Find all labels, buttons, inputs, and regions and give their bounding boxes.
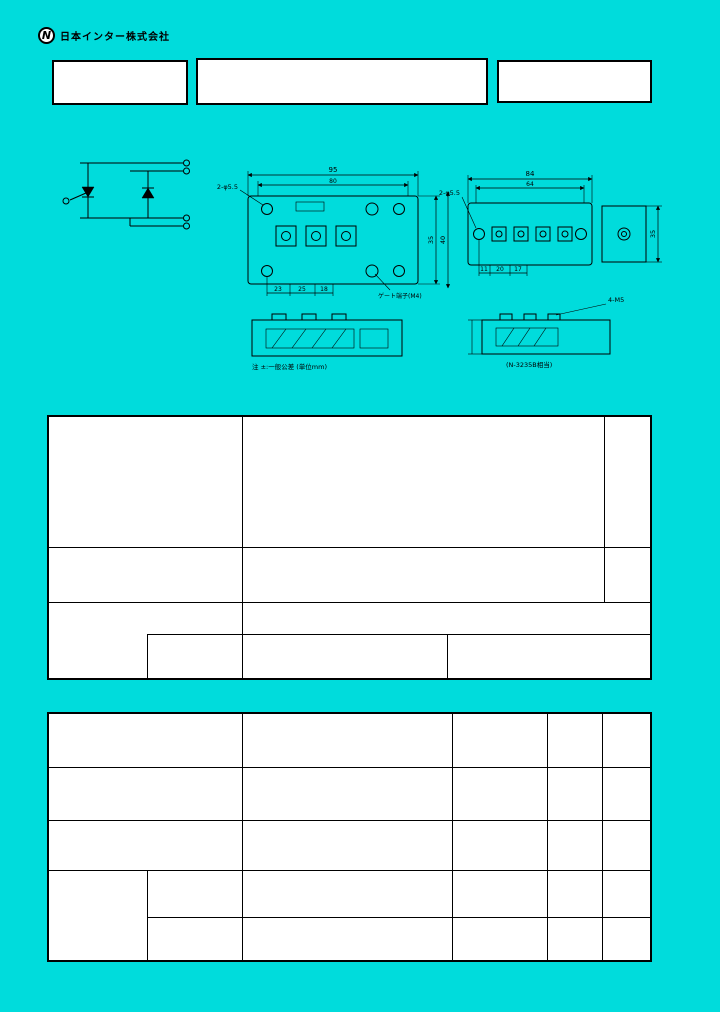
outline-drawing: 95 80 2-φ5.5 35 40 23 (62, 159, 662, 371)
title-box-left (52, 60, 188, 105)
table-divider (147, 870, 148, 960)
table-divider (49, 602, 650, 603)
dimension-label: 20 (496, 266, 504, 273)
spec-table-lower (47, 712, 652, 962)
side-elevation-right: 4-M5 (N-3235B相当) (468, 296, 624, 369)
table-divider (49, 547, 650, 548)
table-divider (447, 634, 448, 678)
table-divider (547, 714, 548, 960)
module-front-view: 95 80 2-φ5.5 35 40 23 (217, 166, 451, 300)
company-logo: N 日本インター株式会社 (38, 27, 170, 44)
table-divider (452, 714, 453, 960)
table-divider (49, 820, 650, 821)
dimension-label: 35 (427, 236, 435, 244)
dimension-label: 84 (526, 170, 535, 178)
table-divider (49, 870, 650, 871)
dimension-label: 23 (274, 286, 282, 293)
company-name: 日本インター株式会社 (60, 32, 170, 43)
general-tolerance-note: 注 ±:一般公差 (単位mm) (252, 362, 327, 371)
dimension-label: 25 (298, 286, 306, 293)
dimension-label: 18 (320, 286, 328, 293)
dimension-label: 64 (526, 181, 534, 188)
hole-callout-label: 2-φ5.5 (217, 183, 238, 191)
dimension-label: 80 (329, 178, 337, 185)
table-divider (604, 417, 605, 602)
side-elevation-left: 注 ±:一般公差 (単位mm) (251, 313, 403, 371)
table-divider (602, 714, 603, 960)
module-top-view: 84 64 2-φ5.5 11 20 17 (439, 170, 593, 276)
logo-n-icon: N (38, 27, 55, 44)
dimension-label: 17 (514, 266, 522, 273)
dimension-label: 95 (329, 166, 338, 174)
table-divider (147, 634, 650, 635)
circuit-diagram (62, 159, 190, 230)
title-box-center (196, 58, 488, 105)
table-divider (242, 714, 243, 960)
table-divider (49, 767, 650, 768)
baseplate-model-note: (N-3235B相当) (506, 360, 552, 369)
title-box-right (497, 60, 652, 103)
hole-callout-label: 2-φ5.5 (439, 189, 460, 197)
dimension-label: 35 (649, 230, 657, 238)
table-divider (147, 917, 650, 918)
dimension-label: 11 (480, 266, 488, 273)
gate-terminal-note: ゲート端子(M4) (378, 292, 422, 300)
module-end-view: 35 (601, 205, 662, 263)
screw-callout-label: 4-M5 (608, 296, 624, 304)
spec-table-upper (47, 415, 652, 680)
table-divider (147, 634, 148, 678)
dimension-label: 40 (439, 236, 447, 244)
